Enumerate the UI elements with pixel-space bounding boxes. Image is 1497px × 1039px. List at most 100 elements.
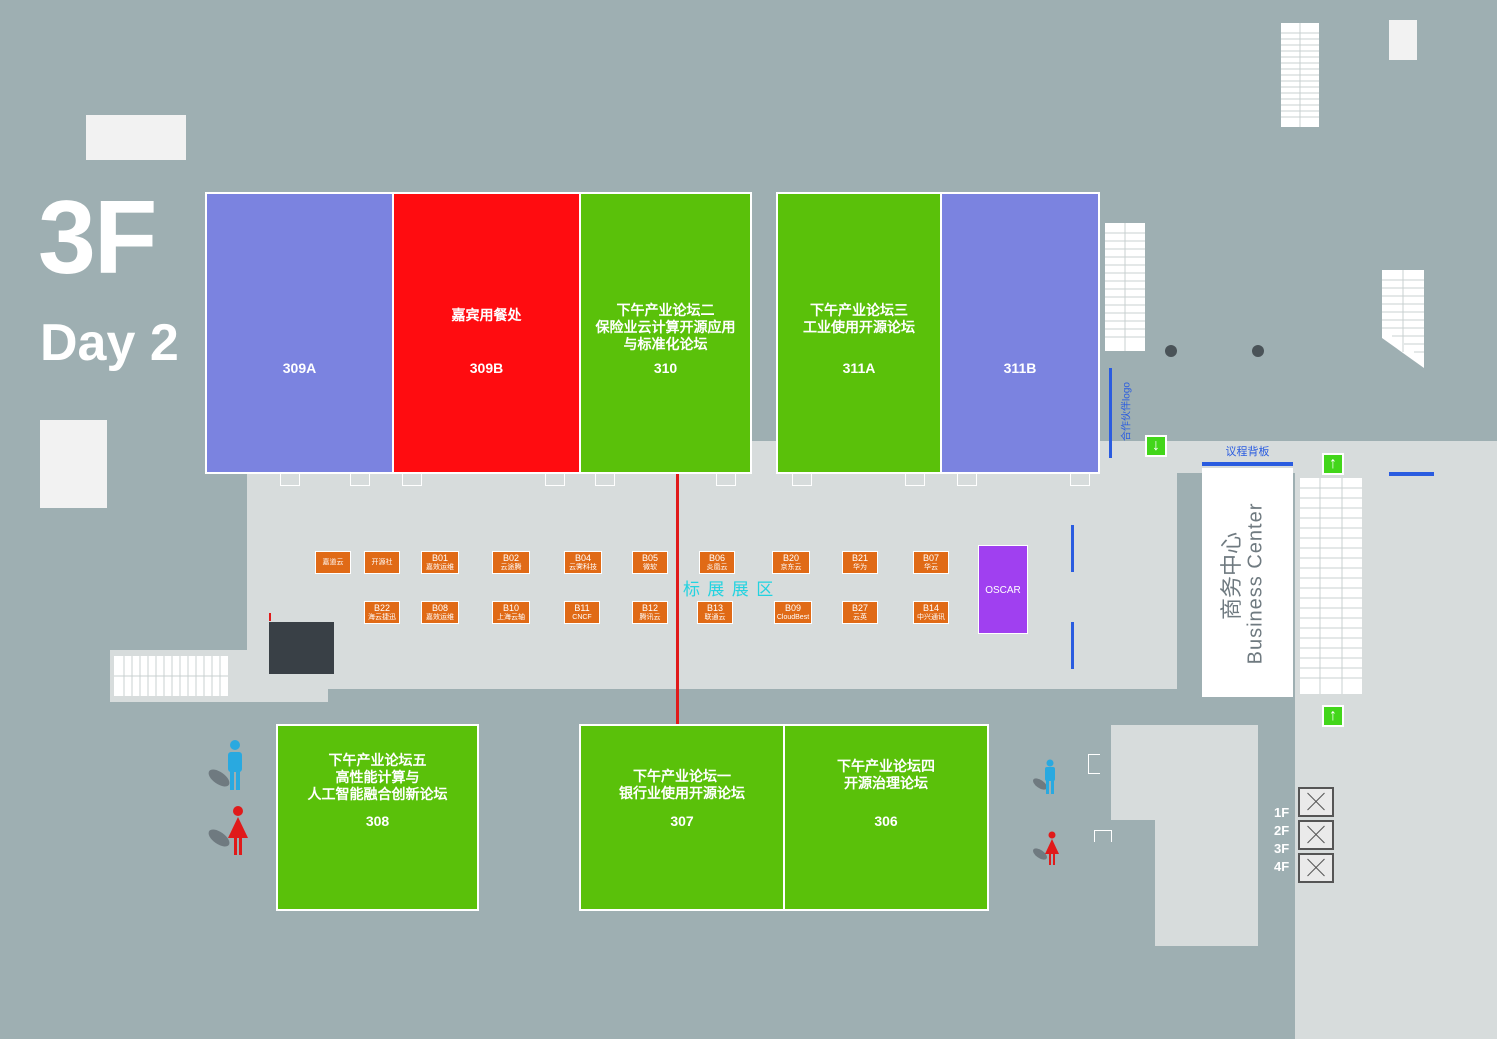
booth-code: B20	[782, 553, 799, 563]
lower-right-block	[1111, 725, 1258, 820]
room-number: 309A	[282, 360, 317, 376]
room-number: 307	[670, 813, 694, 829]
elevator-icon	[1298, 787, 1334, 817]
booth-name: 炎凰云	[706, 564, 728, 571]
room-title: 下午产业论坛三 工业使用开源论坛	[803, 302, 915, 335]
elevator-icon	[1298, 820, 1334, 850]
business-center[interactable]: 商务中心 Business Center	[1202, 468, 1293, 697]
booth-code: B27	[851, 603, 868, 613]
escalator-icon	[1300, 478, 1362, 694]
floor-4-label: 4F	[1274, 859, 1290, 874]
floor-2-label: 2F	[1274, 823, 1290, 838]
stairs-icon	[1382, 270, 1424, 368]
oscar-booth[interactable]: OSCAR	[978, 545, 1028, 634]
floor-3-label: 3F	[1274, 841, 1290, 856]
booth-code: B11	[574, 603, 590, 613]
service-kiosk	[269, 622, 334, 674]
room-307[interactable]: 下午产业论坛一 银行业使用开源论坛 307	[579, 724, 785, 911]
arrow-up-icon: ↑	[1322, 453, 1344, 475]
oscar-label: OSCAR	[985, 585, 1021, 596]
booth-code: B13	[706, 603, 723, 613]
escalator-icon	[1105, 223, 1145, 351]
white-block-left	[40, 420, 107, 508]
white-block-top-right	[1389, 20, 1417, 60]
booth-name: 中兴通讯	[917, 614, 945, 621]
female-restroom-icon	[208, 806, 248, 855]
room-title: 嘉宾用餐处	[451, 307, 522, 323]
male-restroom-icon	[1033, 759, 1055, 794]
booth-name: 华为	[853, 564, 867, 571]
floor-1-label: 1F	[1274, 805, 1290, 820]
room-311b[interactable]: 311B	[940, 192, 1100, 474]
exhibit-area-label: 标 展 展 区	[683, 580, 775, 600]
booth-code: B21	[851, 553, 868, 563]
wall-marker	[1071, 525, 1074, 572]
booth-name: CloudBest	[776, 614, 810, 621]
booth-name: 嘉效运维	[426, 614, 454, 621]
booth[interactable]: 嘉道云	[315, 551, 351, 574]
room-310[interactable]: 下午产业论坛二 保险业云计算开源应用 与标准化论坛 310	[579, 192, 752, 474]
door-icon	[595, 474, 615, 486]
room-311a[interactable]: 下午产业论坛三 工业使用开源论坛 311A	[776, 192, 942, 474]
partner-logo-board	[1109, 368, 1112, 458]
booth-code: B04	[574, 553, 591, 563]
room-number: 309B	[469, 360, 504, 376]
booth-name: 云霁科技	[569, 564, 597, 571]
booth-name: 云途腾	[500, 564, 522, 571]
booth-name: 微软	[643, 564, 657, 571]
room-number: 311B	[1003, 360, 1037, 376]
booth-code: B05	[641, 553, 658, 563]
kiosk-marker	[269, 613, 271, 621]
booth-name: 云英	[853, 614, 867, 621]
room-number: 310	[653, 360, 678, 376]
door-icon	[545, 474, 565, 486]
divider-line	[676, 474, 679, 724]
booth-code: B09	[784, 603, 801, 613]
booth-name: 开源社	[371, 559, 393, 566]
room-number: 308	[365, 813, 390, 829]
booth-code: B01	[431, 553, 448, 563]
pillar-icon	[1252, 345, 1264, 357]
booth[interactable]: 开源社	[364, 551, 400, 574]
male-restroom-icon	[208, 740, 242, 790]
room-title: 下午产业论坛五 高性能计算与 人工智能融合创新论坛	[307, 752, 448, 802]
arrow-up-icon: ↑	[1322, 705, 1344, 727]
booth-code: B02	[502, 553, 519, 563]
room-309b[interactable]: 嘉宾用餐处 309B	[392, 192, 581, 474]
door-icon	[402, 474, 422, 486]
booth-name: 联通云	[704, 614, 726, 621]
booth-code: B08	[431, 603, 448, 613]
room-306[interactable]: 下午产业论坛四 开源治理论坛 306	[783, 724, 989, 911]
booth-code: B10	[502, 603, 519, 613]
room-309a[interactable]: 309A	[205, 192, 394, 474]
floor-label: 3F	[38, 180, 157, 296]
booth-name: 华云	[924, 564, 938, 571]
female-restroom-icon	[1033, 831, 1059, 865]
door-icon	[792, 474, 812, 486]
booth-name: 嘉道云	[322, 559, 344, 566]
booth-code: B06	[708, 553, 725, 563]
booth-name: 海云捷迅	[368, 614, 396, 621]
booth-code: B12	[641, 603, 658, 613]
room-308[interactable]: 下午产业论坛五 高性能计算与 人工智能融合创新论坛 308	[276, 724, 479, 911]
room-title: 下午产业论坛四 开源治理论坛	[837, 758, 935, 791]
room-number: 306	[874, 813, 898, 829]
agenda-board	[1202, 462, 1293, 466]
